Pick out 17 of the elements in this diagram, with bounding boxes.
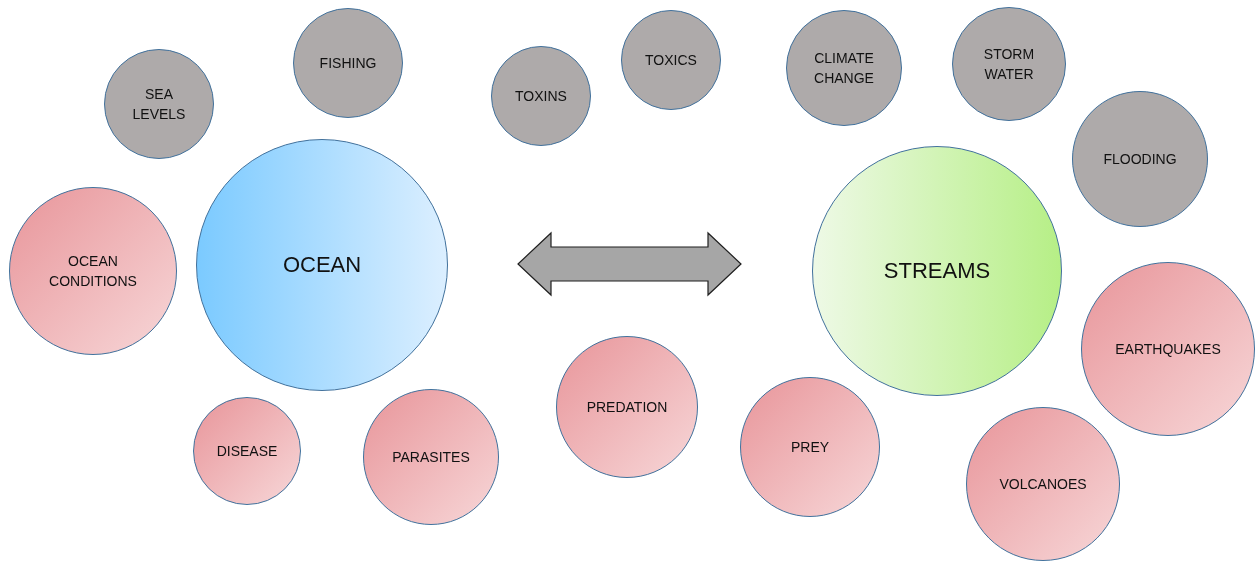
node-label: FISHING (319, 53, 377, 73)
node-label: STREAMS (883, 257, 991, 286)
node-label: PREDATION (586, 397, 668, 417)
node-label: DISEASE (216, 441, 278, 461)
node-label: EARTHQUAKES (1115, 339, 1221, 359)
node-label: OCEAN CONDITIONS (48, 251, 138, 291)
node-label: CLIMATE CHANGE (813, 48, 875, 88)
node-label: STORM WATER (982, 44, 1036, 84)
node-label: TOXICS (645, 50, 697, 70)
node-label: PREY (790, 437, 830, 457)
node-label: VOLCANOES (999, 474, 1087, 494)
node-label: PARASITES (392, 447, 470, 467)
node-label: FLOODING (1103, 149, 1177, 169)
node-label: TOXINS (515, 86, 567, 106)
node-label: SEA LEVELS (131, 84, 187, 124)
double-arrow (517, 231, 742, 297)
node-label: OCEAN (282, 251, 362, 280)
